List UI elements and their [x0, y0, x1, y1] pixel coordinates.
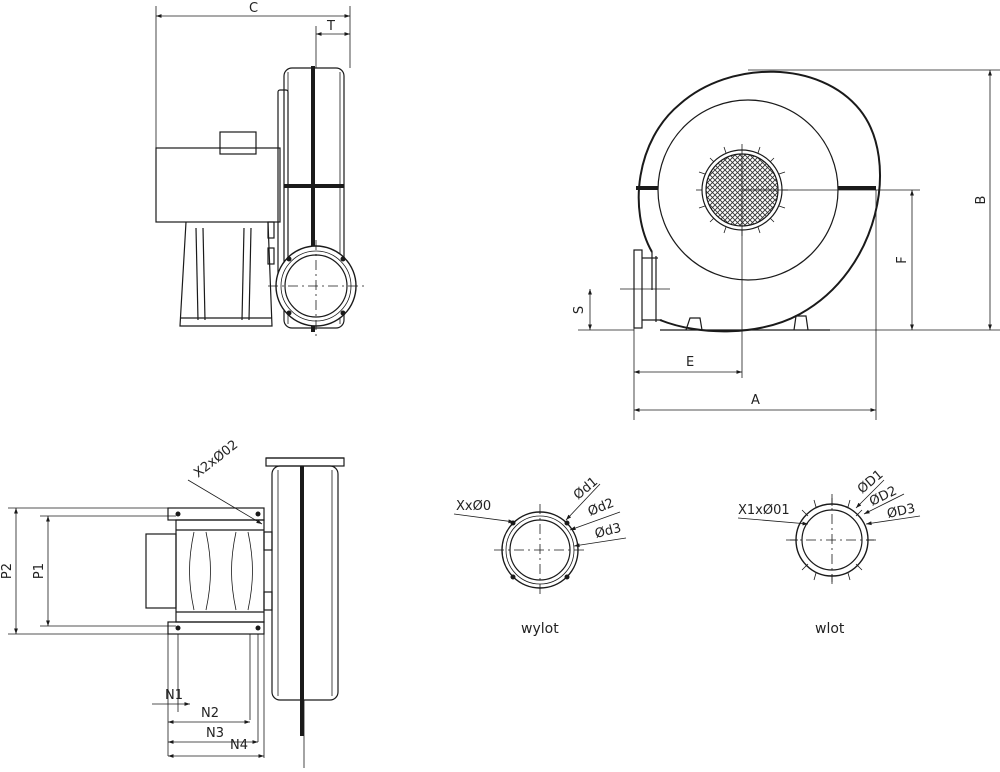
callout-x1-o01: X1xØ01: [738, 503, 790, 518]
caption-inlet: wlot: [815, 621, 845, 637]
caption-outlet: wylot: [521, 621, 559, 637]
front-view: B F S E A: [572, 69, 1000, 420]
callout-od2: Ød2: [586, 496, 616, 520]
terminal-box: [219, 131, 257, 155]
dim-label-n3: N3: [206, 726, 224, 741]
motor-body: [155, 147, 281, 223]
dim-label-a: A: [751, 393, 760, 408]
dim-label-b: B: [974, 196, 989, 205]
inlet-flange-detail: X1xØ01 ØD1 ØD2 ØD3 wlot: [737, 467, 921, 637]
dim-label-n4: N4: [230, 738, 248, 753]
fan-housing-top: [271, 465, 339, 701]
callout-oD3: ØD3: [886, 501, 917, 522]
motor-top: [145, 533, 177, 609]
dim-label-n2: N2: [201, 706, 219, 721]
callout-x2-o2: X2xØ02: [191, 438, 241, 482]
dim-label-p1: P1: [32, 563, 47, 579]
dim-label-t: T: [326, 19, 335, 34]
dim-label-p2: P2: [0, 563, 15, 579]
dim-label-n1: N1: [165, 688, 183, 703]
callout-od3: Ød3: [593, 521, 623, 542]
foot-left: [685, 317, 703, 331]
foot-right: [793, 315, 809, 331]
dim-label-c: C: [249, 1, 258, 16]
dim-label-f: F: [895, 256, 910, 263]
top-view: P2 P1 N1 N2 N3 N4 X2xØ02: [0, 438, 345, 768]
callout-xx-o0: XxØ0: [456, 499, 491, 514]
side-view: C T: [155, 1, 364, 336]
dim-label-e: E: [686, 355, 694, 370]
support-stand: [179, 221, 273, 327]
volute-casing: [637, 70, 881, 333]
dim-label-s: S: [572, 306, 587, 314]
outlet-flange-detail: XxØ0 Ød1 Ød2 Ød3 wylot: [453, 474, 627, 637]
